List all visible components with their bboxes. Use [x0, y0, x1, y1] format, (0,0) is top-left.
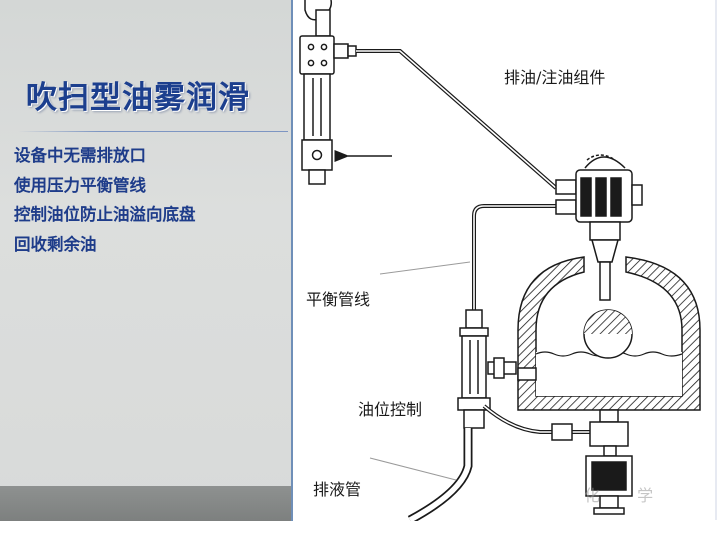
bullet-item: 控制油位防止油溢向底盘: [14, 205, 196, 224]
drain-pipe: [407, 428, 473, 524]
left-footer-bar: [0, 486, 291, 521]
bottom-drain-valve: [585, 409, 633, 515]
label-oil-level-control: 油位控制: [358, 400, 423, 419]
title-underline: [18, 131, 288, 132]
label-drain-fill-assembly: 排油/注油组件: [504, 68, 606, 87]
left-text-panel: 吹扫型油雾润滑 设备中无需排放口 使用压力平衡管线 控制油位防止油溢向底盘 回收…: [0, 0, 293, 533]
reservoir: [517, 256, 701, 411]
drain-fill-assembly: [555, 154, 643, 301]
top-fill-unit: [299, 0, 357, 185]
watermark-text: 化 学: [584, 486, 670, 505]
drain-label-leader: [369, 457, 457, 481]
label-balance-line: 平衡管线: [306, 290, 371, 309]
slide-title: 吹扫型油雾润滑: [26, 80, 250, 116]
bottom-strip: [0, 521, 717, 533]
bullet-item: 使用压力平衡管线: [14, 175, 146, 195]
bullet-item: 设备中无需排放口: [14, 146, 146, 165]
balance-label-leader: [379, 261, 471, 275]
label-drain-pipe: 排液管: [313, 480, 362, 499]
lubrication-diagram: [299, 0, 717, 524]
bullet-list: 设备中无需排放口 使用压力平衡管线 控制油位防止油溢向底盘 回收剩余油: [14, 141, 196, 259]
oil-level-control: [457, 309, 517, 429]
bullet-item: 回收剩余油: [14, 234, 97, 254]
